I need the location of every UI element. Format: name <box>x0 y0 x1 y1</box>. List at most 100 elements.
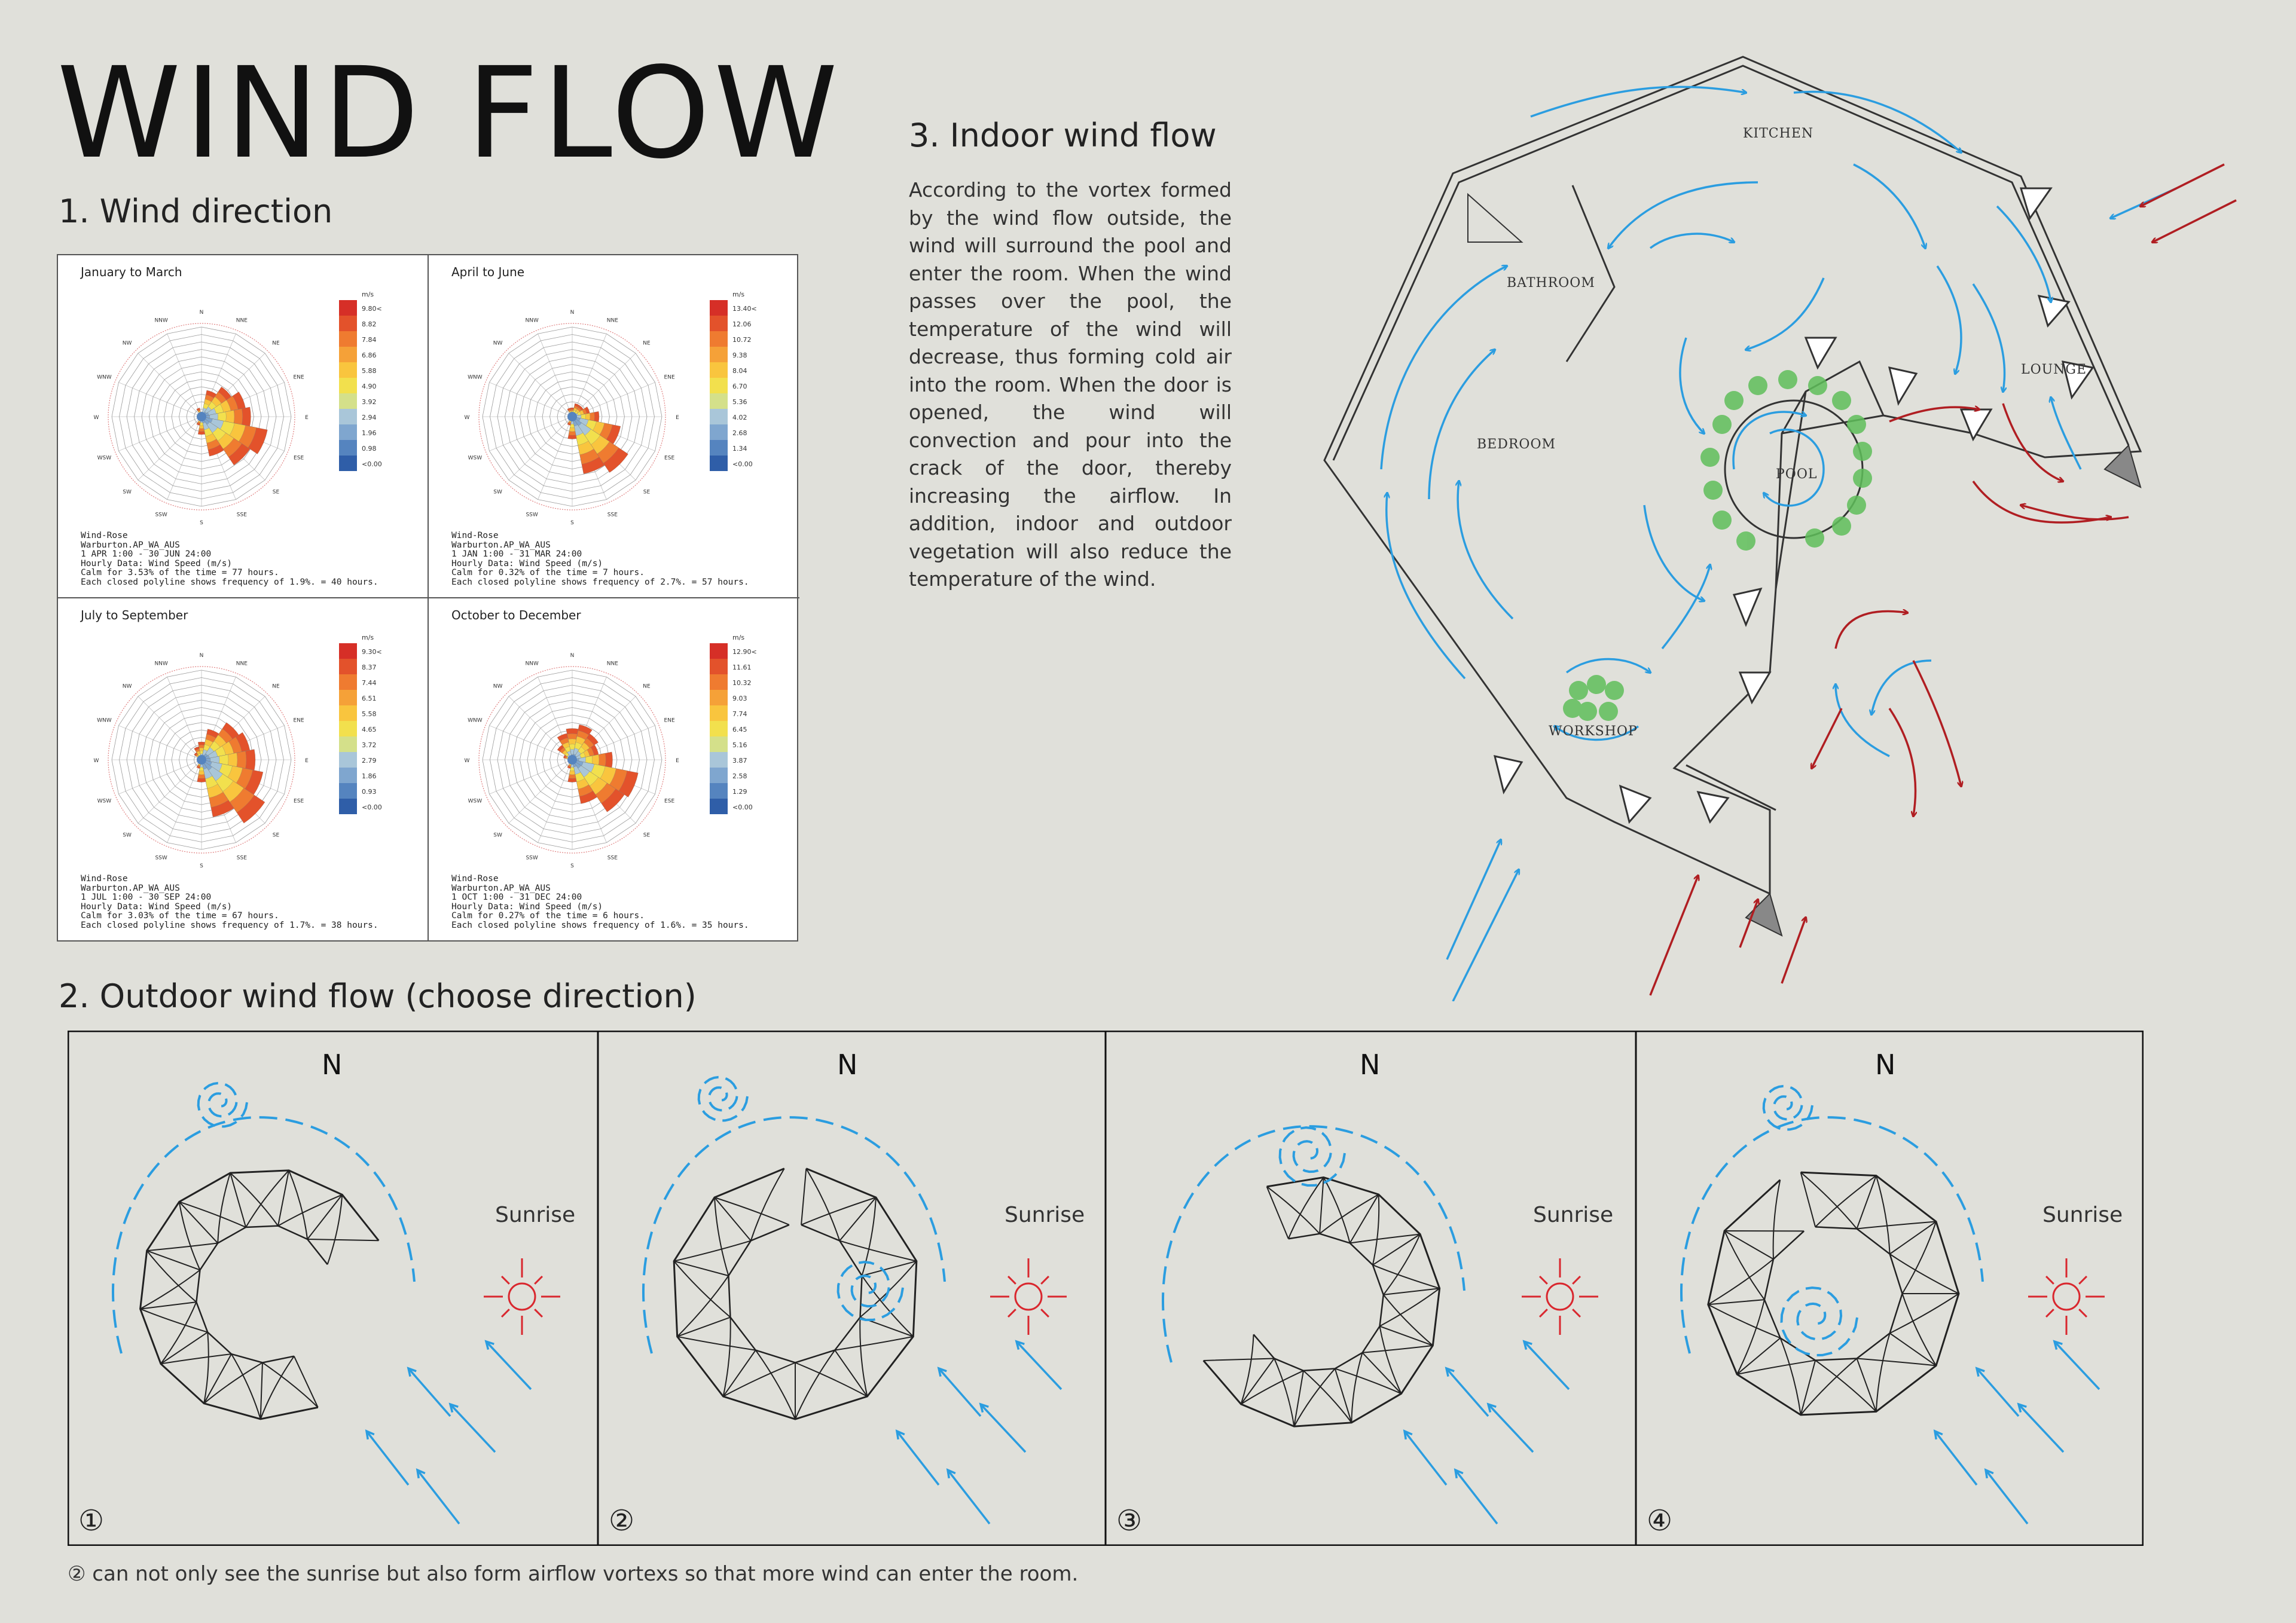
wind-arrow-head <box>1403 1429 1413 1440</box>
legend-value: 6.51 <box>362 695 377 702</box>
legend-unit: m/s <box>362 291 374 298</box>
info-line: Wind-Rose <box>451 874 499 884</box>
legend-swatch <box>339 347 357 362</box>
option-panel[interactable]: N Sunrise ④ <box>1636 1031 2144 1546</box>
room-label-pool: POOL <box>1776 467 1817 482</box>
option-panel[interactable]: N Sunrise ③ <box>1106 1031 1636 1546</box>
rose-spoke <box>138 696 202 760</box>
rose-direction-label: WNW <box>97 718 112 724</box>
rose-spoke <box>508 759 573 824</box>
wind-flow-path <box>1680 1116 1984 1354</box>
info-line: Each closed polyline shows frequency of … <box>451 920 749 930</box>
legend-value: 2.94 <box>362 414 377 421</box>
wind-rose-chart: NNNENEENEEESESESSESSSWSWWSWWWNWNWNNWm/s9… <box>94 291 382 526</box>
rose-spoke <box>118 725 202 760</box>
building-facet <box>859 1260 917 1337</box>
corner-mark <box>2103 444 2142 488</box>
sun-ray <box>1538 1275 1548 1285</box>
rose-spoke <box>167 334 202 417</box>
legend-value: 6.70 <box>732 383 747 390</box>
rose-direction-label: SSW <box>155 512 167 518</box>
legend-value: 1.96 <box>362 429 377 437</box>
wind-arrow-head <box>1933 1429 1943 1440</box>
rose-direction-label: NNE <box>607 661 618 667</box>
corner-mark <box>1745 893 1783 937</box>
legend-swatch <box>339 705 357 721</box>
wind-flow-path <box>642 1116 946 1354</box>
rose-outer-ring <box>108 323 295 511</box>
sun-ray <box>2078 1309 2088 1318</box>
legend-value: 4.65 <box>362 726 377 733</box>
rose-direction-label: E <box>305 758 309 764</box>
wind-arrow <box>938 1367 982 1417</box>
sunrise-label: Sunrise <box>495 1203 576 1227</box>
option-panel[interactable]: N Sunrise ② <box>598 1031 1106 1546</box>
rose-direction-label: NW <box>123 341 132 347</box>
sun-ray <box>2045 1309 2054 1318</box>
building-facet <box>1362 1325 1433 1394</box>
legend-swatch <box>339 721 357 736</box>
wind-arrow <box>1976 1367 2020 1417</box>
indoor-wind-arrows-red <box>1649 163 2237 996</box>
wind-rose-info: Wind-Rose Warburton.AP_WA_AUS 1 APR 1:00… <box>81 531 378 587</box>
wind-arrow-head <box>2053 1340 2063 1350</box>
rose-direction-label: E <box>305 415 309 421</box>
rose-spoke <box>508 353 573 417</box>
rose-center <box>567 412 577 421</box>
info-line: Hourly Data: Wind Speed (m/s) <box>451 901 603 912</box>
section-heading-wind-direction: 1. Wind direction <box>59 192 333 230</box>
rose-direction-label: NNE <box>607 317 618 323</box>
legend-value: 2.79 <box>362 757 377 765</box>
building-facet <box>1708 1230 1774 1306</box>
sun-ray <box>1007 1275 1016 1285</box>
rose-spoke <box>489 382 573 417</box>
sunrise-label: Sunrise <box>1004 1203 1085 1227</box>
legend-swatch <box>710 799 728 814</box>
legend-value: 12.06 <box>732 320 752 328</box>
rose-direction-label: SW <box>493 489 502 495</box>
legend-swatch <box>710 331 728 347</box>
legend-value: 5.58 <box>362 710 377 718</box>
wind-arrow-head <box>1015 1340 1025 1350</box>
building-facet <box>140 1301 208 1365</box>
wind-arrow <box>416 1469 460 1525</box>
rose-direction-label: NE <box>643 684 651 690</box>
wind-arrow-head <box>1984 1468 1994 1479</box>
info-line: Wind-Rose <box>81 531 128 540</box>
rose-direction-label: SSW <box>155 855 167 861</box>
rose-direction-label: NE <box>272 341 280 347</box>
outdoor-wind-flow-diagrams: N Sunrise ① N Sunrise ② N Sunrise ③ N Su… <box>68 1031 2144 1546</box>
rose-direction-label: WSW <box>97 455 112 461</box>
info-line: 1 APR 1:00 - 30 JUN 24:00 <box>81 549 212 559</box>
rose-center <box>197 755 206 765</box>
wind-arrow <box>2017 1403 2065 1453</box>
option-panel[interactable]: N Sunrise ① <box>68 1031 598 1546</box>
rose-direction-label: N <box>200 653 204 659</box>
rose-direction-label: SSE <box>237 512 247 518</box>
legend-value: 9.30< <box>362 648 382 656</box>
rose-direction-label: ESE <box>664 455 674 461</box>
rose-spoke <box>167 416 202 500</box>
wind-rose-info: Wind-Rose Warburton.AP_WA_AUS 1 JUL 1:00… <box>81 874 378 930</box>
building-facet <box>714 1168 790 1242</box>
legend-value: 13.40< <box>732 305 757 313</box>
indoor-wind-arrows-blue <box>1380 85 2177 1001</box>
legend-swatch <box>710 378 728 393</box>
building-facet <box>1889 1221 1959 1294</box>
rose-direction-label: E <box>676 415 679 421</box>
wind-rose-chart: NNNENEENEEESESESSESSSWSWWSWWWNWNWNNWm/s9… <box>94 634 382 869</box>
wind-arrow <box>1487 1403 1534 1453</box>
rose-spoke <box>538 334 573 417</box>
legend-value: 1.86 <box>362 772 377 780</box>
building-facet <box>835 1316 914 1397</box>
legend-swatch <box>339 440 357 456</box>
rose-direction-label: S <box>200 863 203 869</box>
legend-value: <0.00 <box>732 460 753 468</box>
outdoor-diagram <box>1680 1084 2105 1525</box>
building-facet <box>1800 1358 1877 1416</box>
legend-swatch <box>710 456 728 471</box>
building-facet <box>203 1353 263 1420</box>
rose-spoke <box>138 759 202 824</box>
rose-direction-label: SW <box>493 832 502 838</box>
sun-ray <box>2045 1275 2054 1285</box>
